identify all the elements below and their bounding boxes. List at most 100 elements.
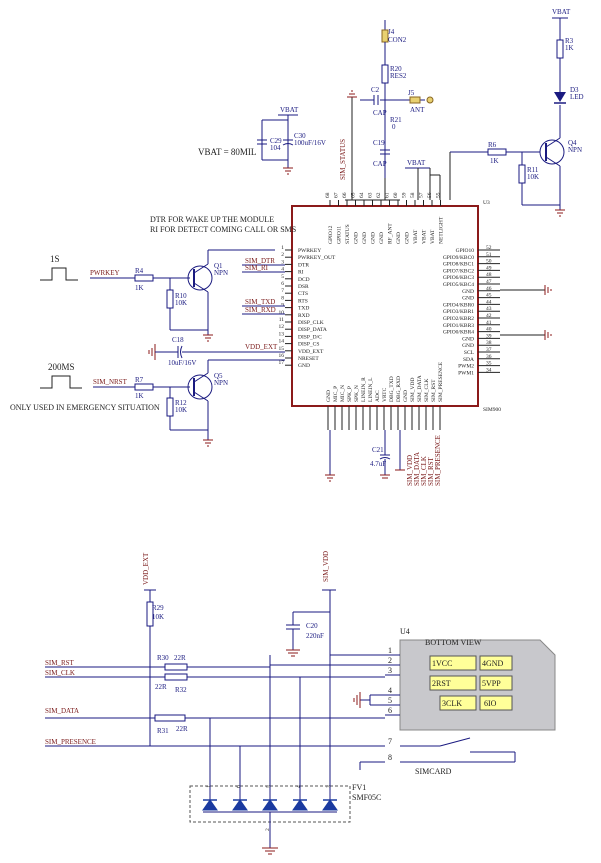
c20-ref: C20 <box>306 622 318 630</box>
cell-vpp: 5VPP <box>482 679 501 688</box>
bottom-pin-name: ADC <box>375 390 381 402</box>
bottom-pin-name: MIC_N <box>340 385 346 402</box>
q1-val: NPN <box>214 269 228 277</box>
right-pin-number: 36 <box>486 354 492 360</box>
conn-pin-1: 1 <box>388 646 392 655</box>
top-pin-name: GND <box>354 232 360 244</box>
simcard-label: SIMCARD <box>415 767 452 776</box>
r3-val: 1K <box>565 44 574 52</box>
sim-presence-label: SIM_PRESENCE <box>45 738 96 746</box>
right-pin-number: 48 <box>486 272 492 278</box>
vdd-ext-bottom-label: VDD_EXT <box>142 552 150 585</box>
vbat-top-label: VBAT <box>552 8 571 16</box>
pwrkey-net-label: PWRKEY <box>90 269 120 277</box>
right-pin-number: 45 <box>486 293 492 299</box>
vbat-ic-label: VBAT <box>407 159 426 167</box>
j5-val: ANT <box>410 106 425 114</box>
left-pin-name: TXD <box>298 306 309 312</box>
j5-ref: J5 <box>408 89 415 97</box>
top-pin-number: 66 <box>342 192 348 198</box>
r7-val: 1K <box>135 392 144 400</box>
left-pin-number: 4 <box>281 267 284 273</box>
c19-val: CAP <box>373 160 387 168</box>
top-pin-name: RF_ANT <box>388 223 394 244</box>
right-pin-number: 47 <box>486 279 492 285</box>
bottom-pin-name: LINEIN_R <box>361 377 367 402</box>
r20-ref: R20 <box>390 65 402 73</box>
q5-ref: Q5 <box>214 372 223 380</box>
left-pin-number: 14 <box>279 339 285 345</box>
vbat-ic-top: VBAT <box>405 159 441 200</box>
sim900-label: SIM900 <box>483 407 501 413</box>
r29-val: 10K <box>152 613 164 621</box>
left-pin-number: 7 <box>281 288 284 294</box>
bottom-pin-name: DBG_TXD <box>389 376 395 402</box>
left-pin-name: DISP_CS <box>298 342 319 348</box>
conn-pin-5: 5 <box>388 696 392 705</box>
fv-pin-4: 4 <box>296 785 302 788</box>
antenna-network: J4 CON2 R20 RES2 C2 CAP J5 ANT R21 0 C19… <box>360 20 434 200</box>
fv-pin-5: 5 <box>266 785 272 788</box>
bottom-pin-name: SIM_RST <box>431 379 437 402</box>
pulse-1s-label: 1S <box>50 254 60 264</box>
ic-sim-signal-label: SIM_CLK <box>420 456 428 486</box>
bottom-pin-name: MIC_P <box>333 386 339 402</box>
right-pin-number: 40 <box>486 327 492 333</box>
top-pin-name: STATUS <box>345 224 351 244</box>
cell-clk: 3CLK <box>442 699 462 708</box>
bottom-pin-name: SPK_N <box>354 385 360 402</box>
c21-val: 4.7uF <box>370 460 386 468</box>
right-pin-name: GPIO4/KBR0 <box>443 302 474 308</box>
vbat-decoupling: VBAT C29 104 C30 100uF/16V VBAT = 80MIL <box>198 106 326 175</box>
left-pin-name: RI <box>298 270 304 276</box>
r3-ref: R3 <box>565 37 574 45</box>
cell-gnd: 4GND <box>482 659 504 668</box>
top-pin-name: GND <box>371 232 377 244</box>
bottom-pin-name: SIM_PRESENCE <box>438 361 444 402</box>
left-pin-number: 1 <box>281 245 284 251</box>
top-pin-number: 61 <box>385 192 391 198</box>
right-pin-name: GPIO5/KBC4 <box>443 282 474 288</box>
top-pin-number: 59 <box>402 192 408 198</box>
left-pin-name: GND <box>298 363 310 369</box>
fv-pin-6: 6 <box>236 785 242 788</box>
c21-ref: C21 <box>372 446 384 454</box>
right-pin-name: GPIO8/KBC1 <box>443 262 474 268</box>
bottom-pin-name: SIM_DATA <box>417 375 423 402</box>
top-pin-number: 62 <box>376 192 382 198</box>
right-pin-number: 39 <box>486 333 492 339</box>
right-pin-name: SDA <box>463 357 474 363</box>
r31-ref: R31 <box>157 727 169 735</box>
top-pin-name: VBAT <box>422 229 428 244</box>
left-pin-number: 3 <box>281 259 284 265</box>
left-pin-name: DISP_D/C <box>298 334 322 340</box>
cell-io: 6IO <box>484 699 497 708</box>
c2-ref: C2 <box>371 86 380 94</box>
c20-val: 220nF <box>306 632 324 640</box>
c30-ref: C30 <box>294 132 306 140</box>
left-pin-name: PWRKEY_OUT <box>298 255 336 261</box>
right-pin-number: 51 <box>486 252 492 258</box>
ic-bottom-ground: C21 4.7uF <box>325 430 405 482</box>
ic-sim-signal-label: SIM_PRESENCE <box>434 435 442 486</box>
top-pin-number: 63 <box>368 192 374 198</box>
right-pin-number: 49 <box>486 265 492 271</box>
vbat-note: VBAT = 80MIL <box>198 147 256 157</box>
right-pin-name: GND <box>462 289 474 295</box>
r4-ref: R4 <box>135 267 144 275</box>
sim-presence-pullup: VDD_EXT R29 10K <box>142 552 164 746</box>
sim-clk-label: SIM_CLK <box>45 669 75 677</box>
u4-ref: U4 <box>400 627 410 636</box>
r6-val: 1K <box>490 157 499 165</box>
left-pin-number: 12 <box>279 324 285 330</box>
right-pin-name: SCL <box>464 350 475 356</box>
sim-ri-label: SIM_RI <box>245 264 269 272</box>
right-pin-number: 46 <box>486 286 492 292</box>
netlight-led-driver: R6 1K R11 10K Q4 NPN D3 LED R3 1K VBAT <box>449 8 584 217</box>
nreset-circuit: 200MS SIM_NRST R7 1K R12 10K Q5 NPN ONLY… <box>10 359 285 447</box>
left-pin-name: VDD_EXT <box>298 349 324 355</box>
sim-rst-label: SIM_RST <box>45 659 75 667</box>
sim-nrst-label: SIM_NRST <box>93 378 128 386</box>
fv1-tvs-array: FV1 SMF05C 1 6 5 4 3 2 <box>189 780 381 855</box>
conn-pin-3: 3 <box>388 666 392 675</box>
